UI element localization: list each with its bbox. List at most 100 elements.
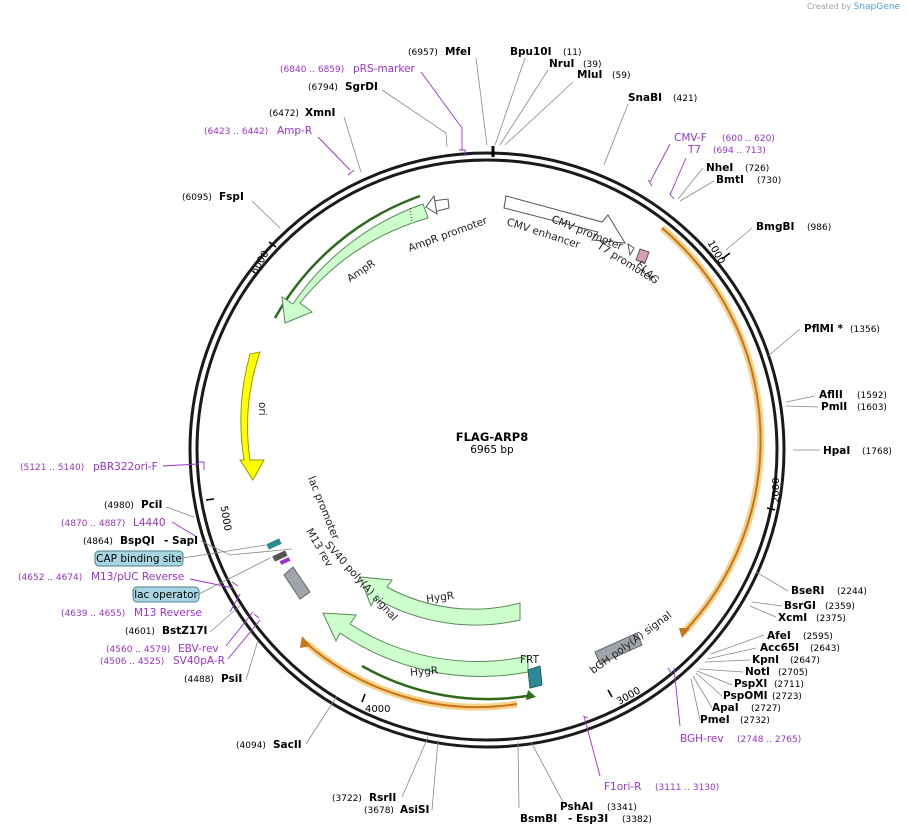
primer-pos-cmv-f: (600 .. 620) xyxy=(722,134,775,144)
orf-arc-left xyxy=(305,642,518,709)
enzyme-name-aflii: AflII xyxy=(819,389,843,401)
enzyme-name-nhei: NheI xyxy=(706,162,733,174)
primer-labels: (6840 .. 6859) pRS-marker (6423 .. 6442)… xyxy=(18,63,801,793)
enzyme-name-nrui: NruI xyxy=(549,58,574,70)
enzyme-pos-psii: (4488) xyxy=(184,675,214,685)
enzyme-name-pflmi: PflMI * xyxy=(804,323,843,335)
cap-binding-site-leader xyxy=(182,544,267,559)
enzyme-pos-sgrdi: (6794) xyxy=(308,83,338,93)
enzyme-name-sgrdi: SgrDI xyxy=(345,81,378,93)
enzyme-name-pspomi: PspOMI xyxy=(723,690,768,702)
enzyme-name-pmei: PmeI xyxy=(700,714,730,726)
enzyme-pos-bstz17i: (4601) xyxy=(125,627,155,637)
enzyme-pos-apai: (2727) xyxy=(751,704,781,714)
enzyme-pos-bmgbi: (986) xyxy=(807,223,831,233)
ampr-promoter-arrowhead xyxy=(425,194,438,216)
primer-pos-pbr322ori-f: (5121 .. 5140) xyxy=(20,463,84,473)
lac-promoter-feature xyxy=(266,538,282,550)
enzyme-pos-bsrgi: (2359) xyxy=(825,602,855,612)
enzyme-pos-fspi: (6095) xyxy=(182,193,212,203)
lac-operator-leader xyxy=(198,557,271,595)
feature-label-ori: ori xyxy=(256,402,268,416)
enzyme-name-noti: NotI xyxy=(745,666,770,678)
primer-marker-cmvf xyxy=(647,179,653,187)
enzyme-name-bmti: BmtI xyxy=(716,174,744,186)
enzyme-name-bseri: BseRI xyxy=(791,585,824,597)
enzyme-pos-bpu10i: (11) xyxy=(563,48,581,58)
enzyme-pos-mfei: (6957) xyxy=(408,48,438,58)
primer-name-ebv-rev: EBV-rev xyxy=(178,643,219,655)
enzyme-pos-aflii: (1592) xyxy=(857,391,887,401)
primer-pos-l4440: (4870 .. 4887) xyxy=(61,519,125,529)
primer-marker-t7 xyxy=(669,193,675,200)
snapgene-logo: SnapGene xyxy=(853,2,900,12)
enzyme-name-xmni: XmnI xyxy=(305,107,335,119)
enzyme-pos-pspomi: (2723) xyxy=(772,692,802,702)
enzyme-name-mfei: MfeI xyxy=(445,46,471,58)
feature-label-bgh-polya: bGH poly(A) signal xyxy=(588,609,674,676)
enzyme-pos-nrui: (39) xyxy=(583,60,601,70)
tick-label-6000: 6000 xyxy=(249,249,271,277)
primer-marker-bgh xyxy=(667,667,673,675)
primer-marker-pbr322 xyxy=(198,461,205,470)
plasmid-length: 6965 bp xyxy=(470,444,514,456)
hygr-line xyxy=(361,664,534,701)
primer-name-pbr322ori-f: pBR322ori-F xyxy=(93,461,158,473)
lac-operator-box xyxy=(132,586,200,603)
tick-1000 xyxy=(721,252,731,260)
enzyme-pos-pshai: (3341) xyxy=(607,803,637,813)
enzyme-name-fspi: FspI xyxy=(219,191,244,203)
primer-leaders xyxy=(162,71,687,777)
primer-name-m13-reverse: M13 Reverse xyxy=(134,607,202,619)
primer-pos-prs-marker: (6840 .. 6859) xyxy=(280,65,344,75)
enzyme-pos-nhei: (726) xyxy=(745,164,769,174)
sv40-polya-feature xyxy=(283,566,311,600)
enzyme-pos-mlui: (59) xyxy=(612,71,630,81)
enzyme-name-pmli: PmlI xyxy=(821,401,847,413)
enzyme-pos-esp3i: (3382) xyxy=(622,815,652,825)
hygr-feature-1 xyxy=(359,576,521,626)
enzyme-name-sapi: - SapI xyxy=(164,535,198,547)
ori-feature xyxy=(239,351,265,481)
enzyme-pos-bseri: (2244) xyxy=(837,587,867,597)
primer-marker-prs xyxy=(459,149,466,156)
primer-name-t7: T7 xyxy=(687,144,701,156)
backbone-outer xyxy=(188,151,786,749)
enzyme-name-pcii: PciI xyxy=(141,499,162,511)
primer-name-f1ori-r: F1ori-R xyxy=(604,781,641,793)
enzyme-pos-xmni: (6472) xyxy=(269,109,299,119)
enzyme-name-bsmbi: BsmBI xyxy=(520,813,557,825)
primer-pos-ebv-rev: (4560 .. 4579) xyxy=(106,645,170,655)
enzyme-pos-pmli: (1603) xyxy=(857,403,887,413)
t7-promoter-arrow xyxy=(627,242,635,257)
enzyme-name-sacii: SacII xyxy=(273,739,302,751)
backbone-inner xyxy=(195,158,779,742)
primer-pos-bgh-rev: (2748 .. 2765) xyxy=(737,735,801,745)
enzyme-pos-xcmi: (2375) xyxy=(816,614,846,624)
orf-arrowhead-right xyxy=(679,628,690,638)
cap-binding-site-box xyxy=(94,550,184,567)
enzyme-pos-acc65i: (2643) xyxy=(810,644,840,654)
feature-label-frt: FRT xyxy=(520,654,540,666)
enzyme-name-snabi: SnaBI xyxy=(628,92,662,104)
enzyme-name-esp3i: - Esp3I xyxy=(568,813,608,825)
primer-pos-f1ori-r: (3111 .. 3130) xyxy=(655,783,719,793)
primer-pos-sv40pa-r: (4506 .. 4525) xyxy=(100,657,164,667)
primer-name-amp-r: Amp-R xyxy=(277,125,312,137)
primer-pos-t7: (694 .. 713) xyxy=(713,146,766,156)
enzyme-pos-pmei: (2732) xyxy=(740,716,770,726)
primer-marker-ebv xyxy=(253,613,260,619)
enzyme-name-bstz17i: BstZ17I xyxy=(162,625,207,637)
enzyme-name-hpai: HpaI xyxy=(823,445,850,457)
lac-operator-label: lac operator xyxy=(134,589,198,601)
enzyme-pos-snabi: (421) xyxy=(673,94,697,104)
enzyme-pos-asisi: (3678) xyxy=(364,806,394,816)
enzyme-pos-pflmi: (1356) xyxy=(850,325,880,335)
enzyme-name-pshai: PshAI xyxy=(560,801,593,813)
enzyme-name-pspxi: PspXI xyxy=(734,678,767,690)
enzyme-pos-noti: (2705) xyxy=(778,668,808,678)
orf-arrowhead-left xyxy=(300,636,311,648)
orf-arc-right xyxy=(661,227,762,634)
enzyme-name-acc65i: Acc65I xyxy=(760,642,799,654)
